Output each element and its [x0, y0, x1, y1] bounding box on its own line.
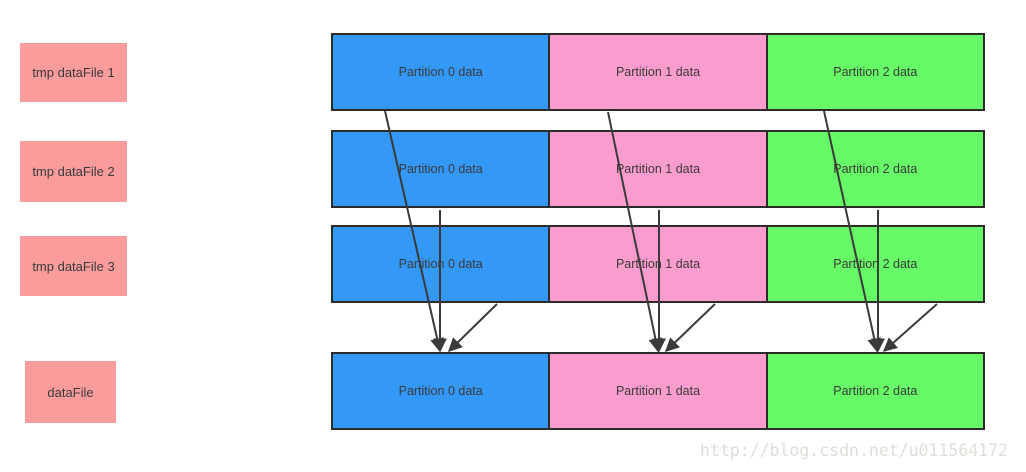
watermark-text: http://blog.csdn.net/u011564172 [700, 441, 1008, 460]
file-box-label: tmp dataFile 3 [32, 258, 115, 274]
partition-row-tmp-datafile-3: Partition 0 data Partition 1 data Partit… [331, 225, 985, 303]
partition-row-datafile: Partition 0 data Partition 1 data Partit… [331, 352, 985, 430]
file-box-label: tmp dataFile 1 [32, 65, 115, 80]
partition-cell: Partition 0 data [333, 354, 549, 428]
arrow-row3-p1 [664, 303, 716, 352]
partition-row-tmp-datafile-1: Partition 0 data Partition 1 data Partit… [331, 33, 985, 111]
partition-cell: Partition 0 data [333, 132, 549, 206]
file-box-tmp-datafile-1: tmp dataFile 1 [20, 43, 127, 102]
partition-cell: Partition 1 data [548, 35, 766, 109]
partition-cell: Partition 2 data [765, 35, 983, 109]
file-box-tmp-datafile-3: tmp dataFile 3 [20, 236, 127, 296]
partition-cell: Partition 1 data [548, 132, 766, 206]
partition-cell: Partition 1 data [548, 227, 766, 301]
partition-cell: Partition 2 data [765, 354, 983, 428]
partition-cell: Partition 2 data [765, 132, 983, 206]
arrow-row3-p2 [882, 303, 938, 352]
file-box-label: dataFile [47, 384, 94, 400]
partition-cell: Partition 0 data [333, 35, 549, 109]
partition-row-tmp-datafile-2: Partition 0 data Partition 1 data Partit… [331, 130, 985, 208]
file-box-datafile: dataFile [25, 361, 116, 423]
partition-cell: Partition 2 data [765, 227, 983, 301]
partition-cell: Partition 1 data [548, 354, 766, 428]
partition-cell: Partition 0 data [333, 227, 549, 301]
arrow-row3-p0 [447, 303, 498, 352]
file-box-tmp-datafile-2: tmp dataFile 2 [20, 141, 127, 202]
file-box-label: tmp dataFile 2 [32, 164, 115, 179]
